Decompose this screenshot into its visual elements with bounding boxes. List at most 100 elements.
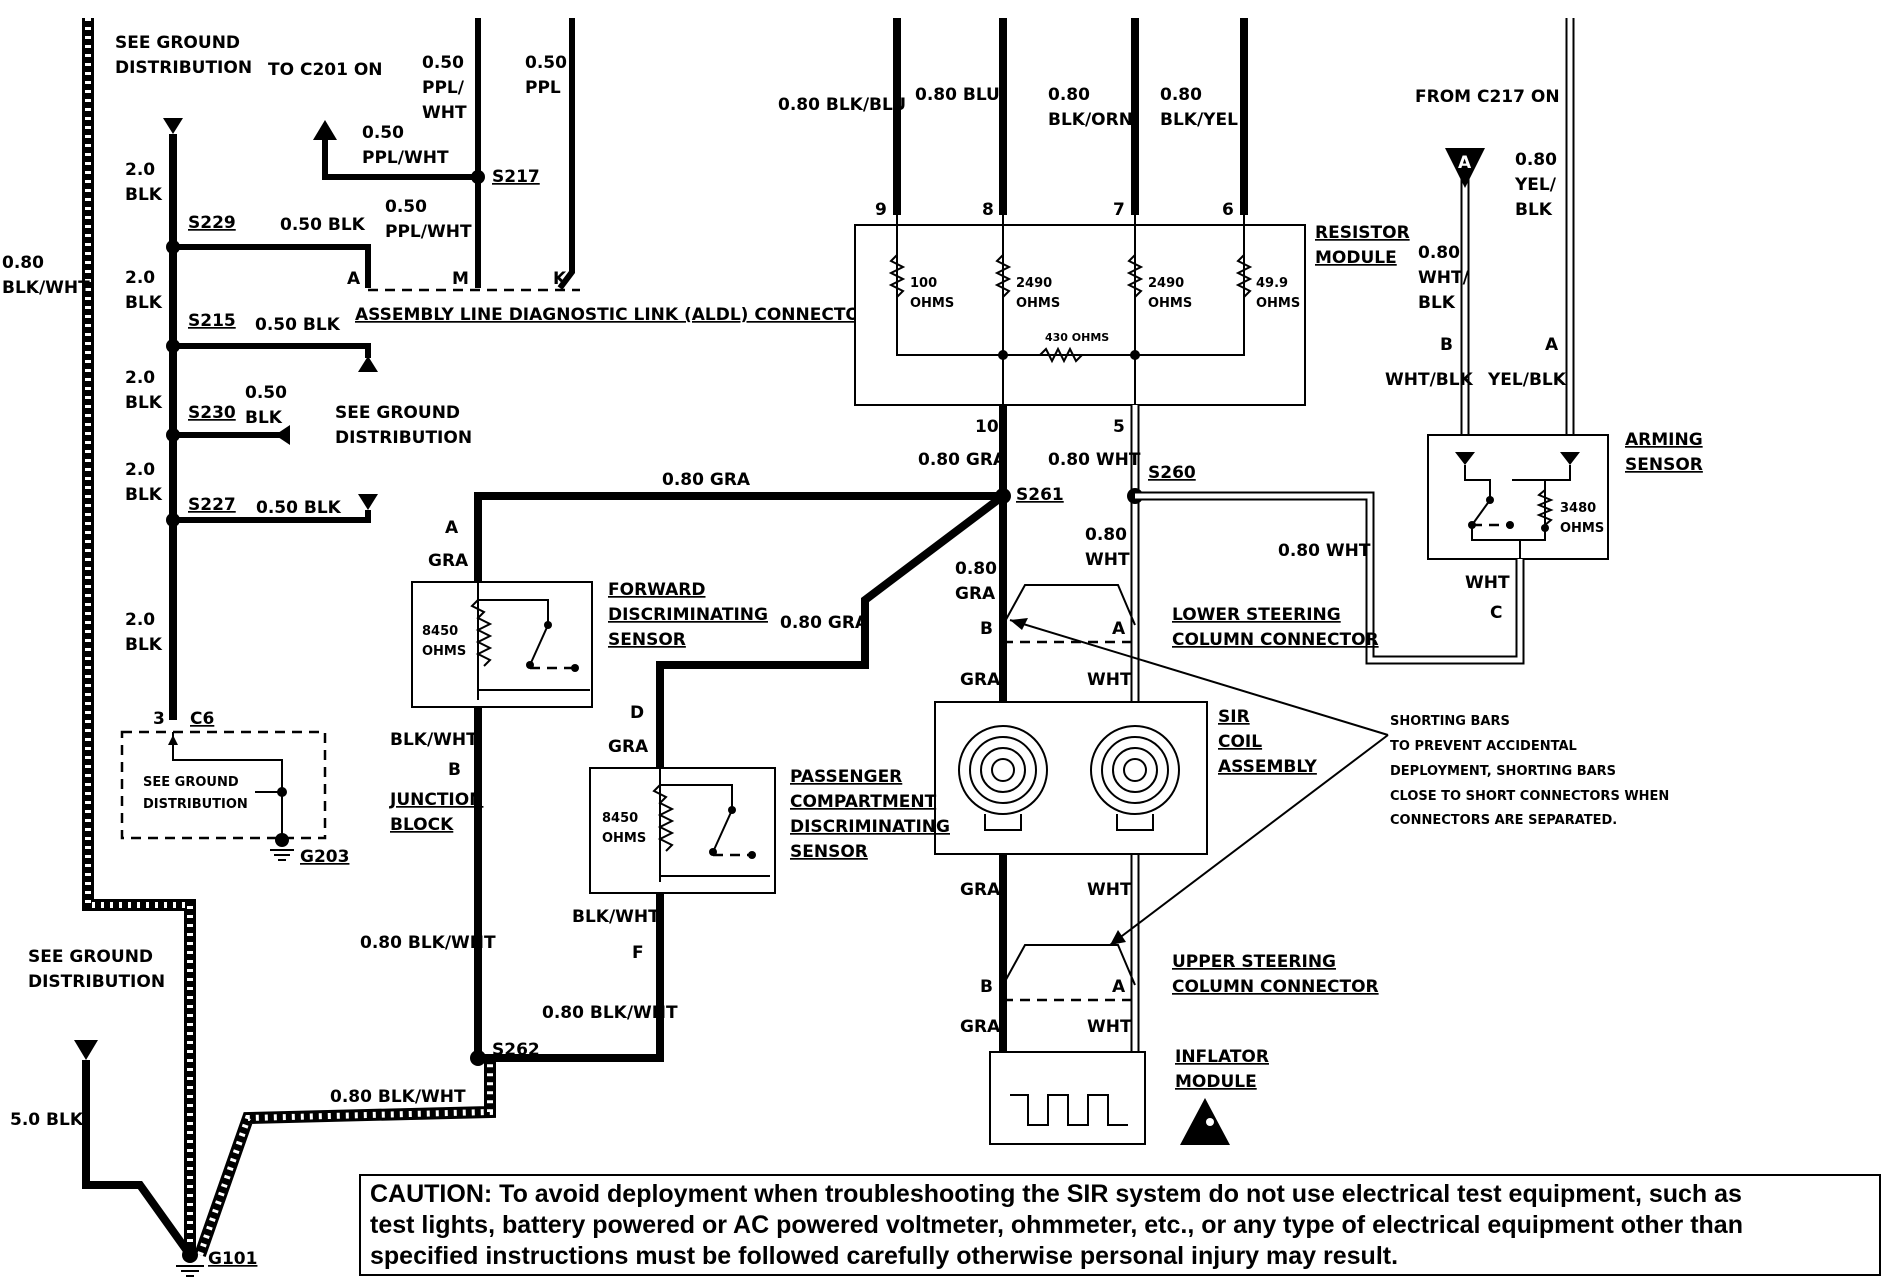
r4-value: 49.9 xyxy=(1256,276,1288,291)
wire-7-label-2: BLK/ORN xyxy=(1048,110,1133,130)
s227-label: S227 xyxy=(188,495,236,515)
fwd-label-2: DISCRIMINATING xyxy=(608,605,768,625)
pass-label-3: DISCRIMINATING xyxy=(790,817,950,837)
gra-80-col-2: GRA xyxy=(955,584,996,604)
left-ground-wire xyxy=(82,18,496,1258)
gra-80-top-label: 0.80 GRA xyxy=(662,470,751,490)
ppl-wht-top-1: 0.50 xyxy=(422,53,464,73)
s230-label: S230 xyxy=(188,403,236,423)
caution-line-1: CAUTION: To avoid deployment when troubl… xyxy=(370,1180,1742,1208)
junction-label-1: JUNCTION xyxy=(389,790,483,810)
fwd-resistance-value: 8450 xyxy=(422,624,458,639)
blk-50-label: 5.0 BLK xyxy=(10,1110,84,1130)
blkwht-80-c-label: 0.80 BLK/WHT xyxy=(330,1087,466,1107)
r2-unit: OHMS xyxy=(1016,296,1060,311)
fwd-gra-label: GRA xyxy=(428,551,469,571)
resistor-module-label-1: RESISTOR xyxy=(1315,223,1410,243)
arm-resistance-value: 3480 xyxy=(1560,501,1596,516)
arming-marker xyxy=(1445,148,1485,188)
pin-6: 6 xyxy=(1222,200,1234,220)
pin-10: 10 xyxy=(975,417,999,437)
s217-label: S217 xyxy=(492,167,540,187)
inflator-label-2: MODULE xyxy=(1175,1072,1257,1092)
blk-20-c-2: BLK xyxy=(125,393,163,413)
pass-label-2: COMPARTMENT xyxy=(790,792,937,812)
caution-line-3: specified instructions must be followed … xyxy=(370,1242,1398,1270)
blk-20-c-1: 2.0 xyxy=(125,368,155,388)
coil-wht-top: WHT xyxy=(1087,670,1132,690)
r1-value: 100 xyxy=(910,276,937,291)
see-ground-top-1: SEE GROUND xyxy=(115,33,240,53)
ppl-wht-left-1: 0.50 xyxy=(362,123,404,143)
s261-label: S261 xyxy=(1016,485,1064,505)
arm-wht-blk-label: WHT/BLK xyxy=(1385,370,1474,390)
see-ground-mid-2: DISTRIBUTION xyxy=(335,428,472,448)
inflator-wht: WHT xyxy=(1087,1017,1132,1037)
yel-blk-1: 0.80 xyxy=(1515,150,1557,170)
aldl-pin-a: A xyxy=(347,269,361,289)
yel-blk-2: YEL/ xyxy=(1514,175,1557,195)
shorting-note-5: CONNECTORS ARE SEPARATED. xyxy=(1390,813,1617,828)
c6-pin: 3 xyxy=(153,709,165,729)
resistor-module-label-2: MODULE xyxy=(1315,248,1397,268)
c6-label: C6 xyxy=(190,709,214,729)
pin-8: 8 xyxy=(982,200,994,220)
ppl-wht-left-2: PPL/WHT xyxy=(362,148,449,168)
wire-8-label: 0.80 BLU xyxy=(915,85,1000,105)
s229-label: S229 xyxy=(188,213,236,233)
arm-wht-label: WHT xyxy=(1465,573,1510,593)
wire-7-label-1: 0.80 xyxy=(1048,85,1090,105)
pin-5: 5 xyxy=(1113,417,1125,437)
pin-7: 7 xyxy=(1113,200,1125,220)
pass-resistance-unit: OHMS xyxy=(602,831,646,846)
arm-pin-c: C xyxy=(1490,603,1502,623)
ppl-wht-low-2: PPL/WHT xyxy=(385,222,472,242)
ground-arrow-s230 xyxy=(275,425,290,445)
shorting-note-1: SHORTING BARS xyxy=(1390,714,1510,729)
caution-box xyxy=(359,1174,1881,1276)
yel-blk-3: BLK xyxy=(1515,200,1553,220)
arm-pin-a: A xyxy=(1545,335,1559,355)
r4-unit: OHMS xyxy=(1256,296,1300,311)
ground-arrow-bottom xyxy=(74,1040,98,1060)
arm-resistance-unit: OHMS xyxy=(1560,521,1604,536)
ppl-wht-top-3: WHT xyxy=(422,103,467,123)
arm-pin-b: B xyxy=(1440,335,1453,355)
pass-pin-f: F xyxy=(632,943,644,963)
r3-unit: OHMS xyxy=(1148,296,1192,311)
inflator-gra: GRA xyxy=(960,1017,1001,1037)
wire-6-label-1: 0.80 xyxy=(1160,85,1202,105)
ground-arrow-top xyxy=(163,118,183,134)
coil-label-3: ASSEMBLY xyxy=(1218,757,1318,777)
ground-arrow-s215 xyxy=(358,356,378,372)
splice-s217 xyxy=(471,170,485,184)
wht-80-arm-label: 0.80 WHT xyxy=(1278,541,1371,561)
lower-steering-label-1: LOWER STEERING xyxy=(1172,605,1341,625)
arming-label-2: SENSOR xyxy=(1625,455,1703,475)
from-c217-label: FROM C217 ON xyxy=(1415,87,1560,107)
pin-9: 9 xyxy=(875,200,887,220)
left-wire-label-1: 0.80 xyxy=(2,253,44,273)
caution-line-2: test lights, battery powered or AC power… xyxy=(370,1211,1743,1239)
fwd-pin-b: B xyxy=(448,760,461,780)
passenger-sensor-box xyxy=(589,767,776,894)
ppl-top-2: PPL xyxy=(525,78,561,98)
gra-80-mid-label: 0.80 GRA xyxy=(780,613,869,633)
aldl-label: ASSEMBLY LINE DIAGNOSTIC LINK (ALDL) CON… xyxy=(355,305,873,325)
shorting-note-2: TO PREVENT ACCIDENTAL xyxy=(1390,739,1577,754)
see-ground-box-2: DISTRIBUTION xyxy=(143,797,248,812)
r1-unit: OHMS xyxy=(910,296,954,311)
pass-pin-d: D xyxy=(630,703,644,723)
blk-20-d-1: 2.0 xyxy=(125,460,155,480)
upper-steering-label-2: COLUMN CONNECTOR xyxy=(1172,977,1379,997)
pass-gra-label: GRA xyxy=(608,737,649,757)
r3-value: 2490 xyxy=(1148,276,1184,291)
see-ground-bottom-2: DISTRIBUTION xyxy=(28,972,165,992)
blk-20-a-1: 2.0 xyxy=(125,160,155,180)
wht-80-right-label: 0.80 WHT xyxy=(1048,450,1141,470)
inflator-label-1: INFLATOR xyxy=(1175,1047,1269,1067)
fwd-blkwht-label: BLK/WHT xyxy=(390,730,478,750)
see-ground-mid-1: SEE GROUND xyxy=(335,403,460,423)
fwd-label-1: FORWARD xyxy=(608,580,706,600)
